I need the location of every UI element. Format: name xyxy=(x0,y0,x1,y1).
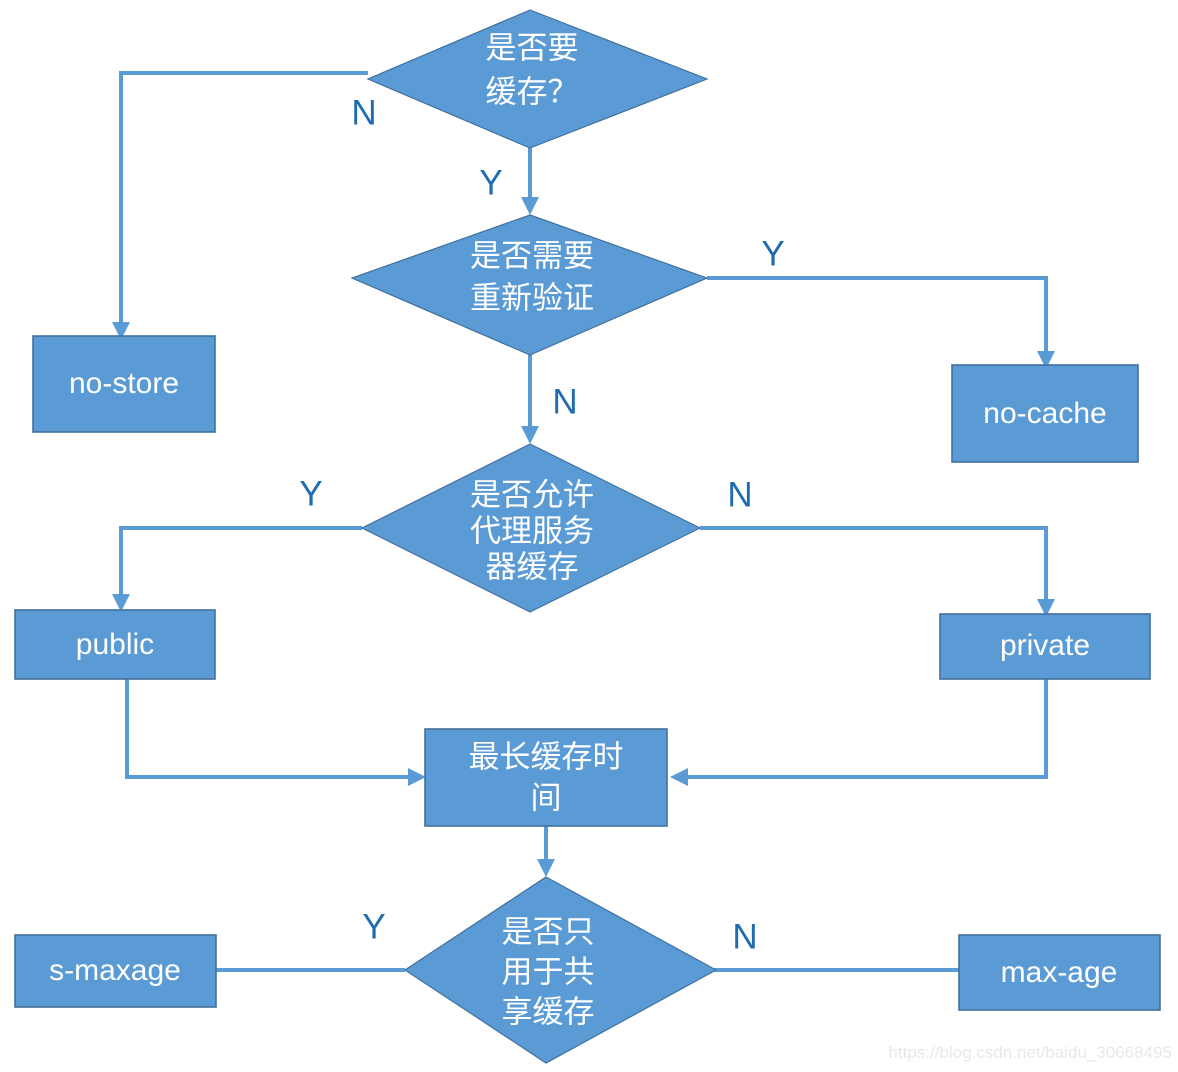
process-node-max-cache-time-line1: 最长缓存时 xyxy=(469,740,624,776)
decision-node-proxy-cache-line2: 代理服务 xyxy=(470,514,594,550)
connector-d1-yes-to-d2 xyxy=(521,148,539,215)
branch-label-d1-no: N xyxy=(351,93,376,132)
process-node-public-label: public xyxy=(76,628,154,661)
connector-d3-yes-to-public xyxy=(112,526,362,612)
decision-node-shared-cache-only-line1: 是否只 xyxy=(502,915,595,951)
process-node-no-cache[interactable]: no-cache xyxy=(951,364,1139,463)
connector-public-to-maxtime xyxy=(125,679,426,786)
process-node-no-cache-label: no-cache xyxy=(983,397,1106,430)
decision-node-cache-or-not-line2: 缓存？ xyxy=(486,75,579,111)
process-node-public[interactable]: public xyxy=(14,609,216,680)
decision-node-proxy-cache-line1: 是否允许 xyxy=(470,478,594,514)
branch-label-d2-yes: Y xyxy=(761,234,784,273)
connector-private-to-maxtime xyxy=(670,679,1048,786)
decision-node-revalidate[interactable]: 是否需要 重新验证 xyxy=(350,214,709,356)
branch-label-d3-yes: Y xyxy=(299,474,322,513)
process-node-s-maxage-label: s-maxage xyxy=(49,954,181,987)
process-node-max-age-label: max-age xyxy=(1001,956,1118,989)
decision-node-shared-cache-only-line2: 用于共 xyxy=(502,955,595,991)
process-node-private-label: private xyxy=(1000,629,1090,662)
connector-d2-no-to-d3 xyxy=(521,355,539,444)
branch-label-d4-yes: Y xyxy=(362,907,385,946)
decision-node-revalidate-line1: 是否需要 xyxy=(470,239,594,275)
connector-maxtime-to-d4 xyxy=(537,826,555,877)
process-node-private[interactable]: private xyxy=(939,613,1151,680)
decision-node-proxy-cache-line3: 器缓存 xyxy=(486,550,579,586)
decision-node-proxy-cache[interactable]: 是否允许 代理服务 器缓存 xyxy=(360,443,702,613)
branch-label-d1-yes: Y xyxy=(479,163,502,202)
connector-d1-no-to-no-store xyxy=(112,71,368,340)
connector-d3-no-to-private xyxy=(700,526,1055,617)
process-node-s-maxage[interactable]: s-maxage xyxy=(14,934,217,1008)
process-node-no-store-label: no-store xyxy=(69,367,179,400)
branch-label-d4-no: N xyxy=(732,917,757,956)
decision-node-shared-cache-only-line3: 享缓存 xyxy=(502,995,595,1031)
decision-node-shared-cache-only[interactable]: 是否只 用于共 享缓存 xyxy=(403,876,718,1064)
process-node-max-cache-time-line2: 间 xyxy=(531,781,562,817)
process-node-max-cache-time[interactable]: 最长缓存时 间 xyxy=(424,728,668,827)
process-node-max-age[interactable]: max-age xyxy=(958,934,1161,1011)
decision-node-cache-or-not-line1: 是否要 xyxy=(486,31,579,67)
decision-node-revalidate-line2: 重新验证 xyxy=(470,281,594,317)
branch-label-d3-no: N xyxy=(727,475,752,514)
connector-d2-yes-to-no-cache xyxy=(707,276,1055,369)
process-node-no-store[interactable]: no-store xyxy=(32,335,216,433)
watermark-text: https://blog.csdn.net/baidu_30668495 xyxy=(888,1043,1172,1062)
decision-node-cache-or-not[interactable]: 是否要 缓存？ xyxy=(366,9,709,149)
branch-label-d2-no: N xyxy=(552,382,577,421)
